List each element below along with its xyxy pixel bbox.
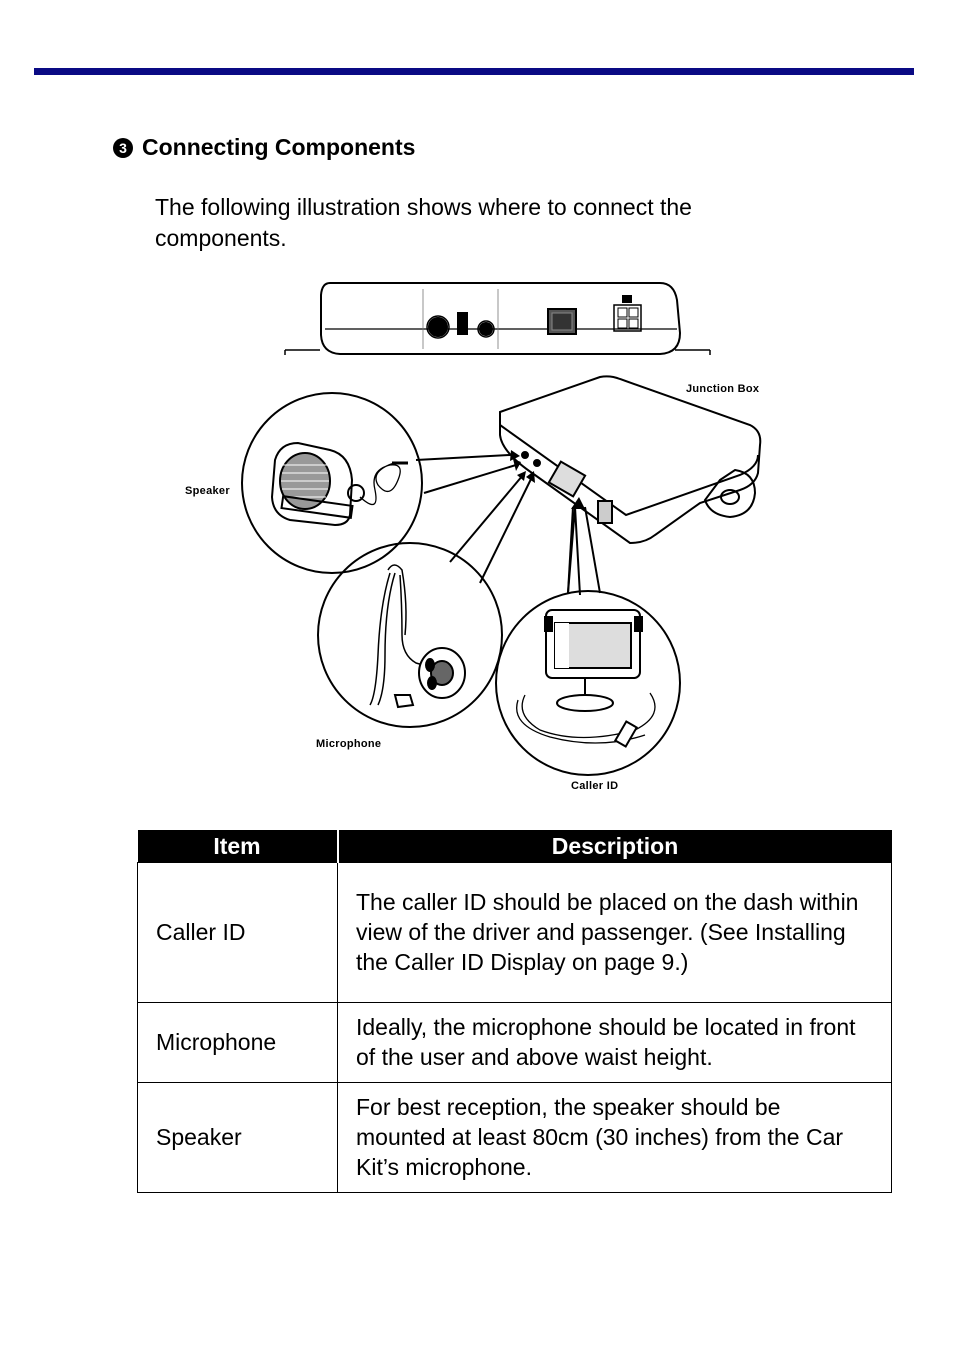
junction-box-body xyxy=(499,375,762,545)
speaker-circle xyxy=(241,392,423,574)
junction-box-back-panel xyxy=(284,282,711,355)
junction-box-label: Junction Box xyxy=(686,383,760,395)
caller-id-circle xyxy=(495,590,681,776)
table-row: Caller ID The caller ID should be placed… xyxy=(137,862,892,1003)
section-heading: 3 Connecting Components xyxy=(113,134,415,161)
connection-arrows xyxy=(415,454,601,596)
section-title: Connecting Components xyxy=(142,134,416,160)
item-cell: Caller ID xyxy=(137,862,338,1003)
speaker-label: Speaker xyxy=(185,485,230,497)
top-rule xyxy=(34,68,914,75)
table-header-row: Item Description xyxy=(137,830,892,863)
illustration-drawing xyxy=(241,282,762,776)
description-cell: For best reception, the speaker should b… xyxy=(337,1082,892,1193)
header-item: Item xyxy=(137,830,338,863)
table-row: Speaker For best reception, the speaker … xyxy=(137,1082,892,1193)
header-description: Description xyxy=(336,830,892,863)
intro-paragraph: The following illustration shows where t… xyxy=(155,194,692,251)
microphone-circle xyxy=(317,542,503,728)
item-cell: Microphone xyxy=(137,1002,338,1083)
connection-illustration: Junction Box Speaker Microphone Caller I… xyxy=(180,275,780,800)
microphone-label: Microphone xyxy=(316,738,382,750)
caller-id-label: Caller ID xyxy=(571,780,619,792)
step-number-badge: 3 xyxy=(113,137,133,158)
description-cell: Ideally, the microphone should be locate… xyxy=(337,1002,892,1083)
item-cell: Speaker xyxy=(137,1082,338,1193)
components-table: Item Description Caller ID The caller ID… xyxy=(137,830,892,1193)
table-row: Microphone Ideally, the microphone shoul… xyxy=(137,1002,892,1083)
description-cell: The caller ID should be placed on the da… xyxy=(337,862,892,1003)
